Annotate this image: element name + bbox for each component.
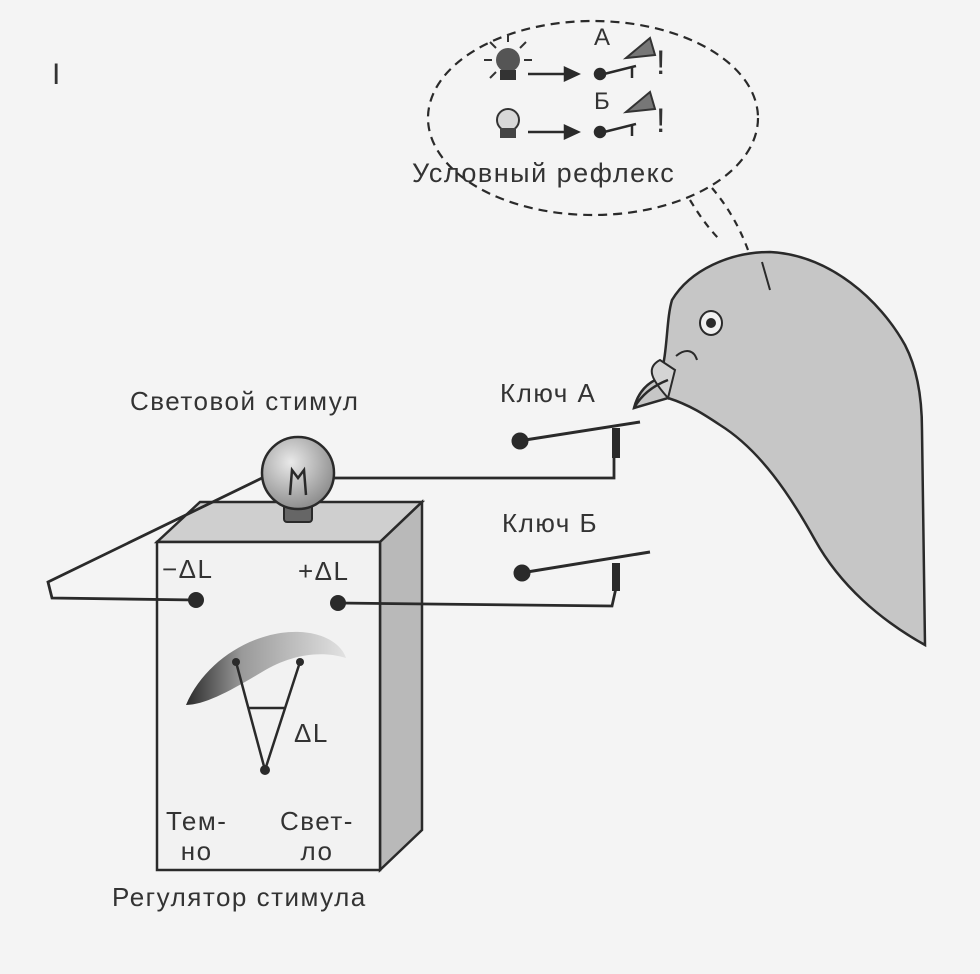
dark-label-line1: Тем- (166, 806, 228, 836)
pigeon-icon (632, 250, 927, 648)
thought-key-b-label: Б (594, 88, 612, 115)
dim-lamp-icon (496, 108, 520, 138)
exclaim-a: ! (656, 44, 667, 82)
bulb-icon (260, 435, 336, 523)
thought-arrows (528, 66, 581, 140)
dial-gauge (186, 631, 346, 775)
key-switch-icon (511, 420, 641, 458)
regulator-label: Регулятор стимула (112, 882, 367, 912)
thought-bubble (426, 19, 760, 217)
thought-mini-keys (593, 64, 637, 139)
bright-lamp-icon (484, 34, 532, 80)
thought-key-a-label: А (594, 24, 612, 51)
plus-dl-label: +ΔL (298, 556, 350, 586)
key-b-label: Ключ Б (502, 508, 599, 538)
light-stimulus-label: Световой стимул (130, 386, 360, 416)
figure-number: I (52, 58, 62, 91)
minus-dl-label: −ΔL (162, 554, 214, 584)
key-b-switch (513, 550, 651, 591)
terminal-plus (330, 595, 346, 611)
peck-marks (622, 36, 657, 114)
dial-dl-label: ΔL (294, 718, 329, 748)
bright-label-line2: ло (300, 836, 334, 866)
key-a-label: Ключ А (500, 378, 597, 408)
thought-bubble-tail (689, 187, 750, 251)
exclaim-b: ! (656, 102, 667, 140)
terminal-minus (188, 592, 204, 608)
thought-title: Условный рефлекс (412, 158, 676, 188)
dark-label-line2: но (180, 836, 213, 866)
bright-label-line1: Свет- (280, 806, 354, 836)
dark-label: Тем- но (166, 806, 227, 866)
bright-label: Свет- ло (280, 806, 354, 866)
